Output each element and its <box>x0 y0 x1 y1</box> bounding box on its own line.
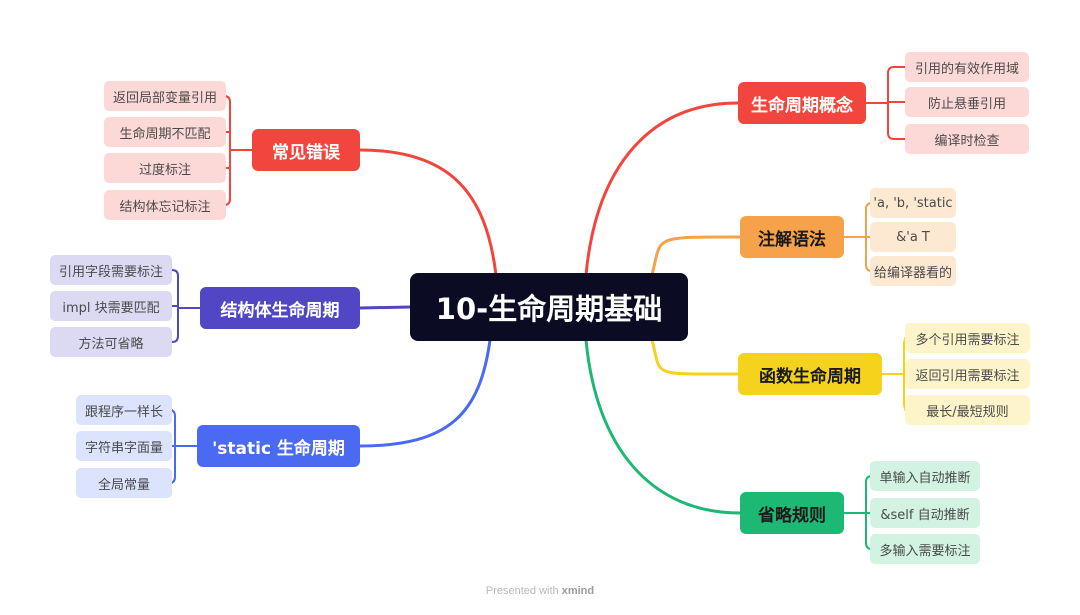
connector-root-struct <box>358 305 412 310</box>
connector-root-concept <box>584 101 740 277</box>
subtopic-errors-mismatch[interactable]: 生命周期不匹配 <box>104 117 226 147</box>
subtopic-syntax-ref-type[interactable]: &'a T <box>870 222 956 252</box>
footer-prefix: Presented with <box>485 585 559 597</box>
subtopic-syntax-for-compiler[interactable]: 给编译器看的 <box>870 256 956 286</box>
subtopic-function-multi-ref[interactable]: 多个引用需要标注 <box>905 323 1030 353</box>
connector-root-syntax <box>650 235 742 277</box>
subtopic-syntax-names[interactable]: 'a, 'b, 'static <box>870 188 956 218</box>
footer-credit: Presented with xmind <box>0 585 1080 597</box>
subtopic-elision-single-input[interactable]: 单输入自动推断 <box>870 461 980 491</box>
topic-elision-rules[interactable]: 省略规则 <box>740 492 844 534</box>
connector-leaf-concept-0 <box>887 66 906 74</box>
connector-root-static <box>358 338 492 448</box>
connector-root-elision <box>584 338 742 515</box>
topic-lifetime-concept[interactable]: 生命周期概念 <box>738 82 866 124</box>
subtopic-errors-return-local[interactable]: 返回局部变量引用 <box>104 81 226 111</box>
connector-root-function <box>650 338 740 376</box>
subtopic-function-longest-rule[interactable]: 最长/最短规则 <box>905 395 1030 425</box>
connector-leaf-struct-0 <box>171 269 179 277</box>
topic-static-lifetime[interactable]: 'static 生命周期 <box>197 425 360 467</box>
subtopic-concept-compile-check[interactable]: 编译时检查 <box>905 124 1029 154</box>
subtopic-struct-method-elide[interactable]: 方法可省略 <box>50 327 172 357</box>
subtopic-errors-over-annotate[interactable]: 过度标注 <box>104 153 226 183</box>
subtopic-concept-scope[interactable]: 引用的有效作用域 <box>905 52 1029 82</box>
subtopic-static-global-const[interactable]: 全局常量 <box>76 468 172 498</box>
subtopic-static-program-long[interactable]: 跟程序一样长 <box>76 395 172 425</box>
root-topic[interactable]: 10-生命周期基础 <box>410 273 688 341</box>
connector-leaf-struct-2 <box>171 335 179 343</box>
topic-common-errors[interactable]: 常见错误 <box>252 129 360 171</box>
connector-leaf-concept-2 <box>887 132 906 140</box>
connector-root-errors <box>358 148 498 277</box>
subtopic-static-string-literal[interactable]: 字符串字面量 <box>76 431 172 461</box>
subtopic-elision-self[interactable]: &self 自动推断 <box>870 498 980 528</box>
topic-function-lifetime[interactable]: 函数生命周期 <box>738 353 882 395</box>
subtopic-function-return-ref[interactable]: 返回引用需要标注 <box>905 359 1030 389</box>
subtopic-elision-multi-input[interactable]: 多输入需要标注 <box>870 534 980 564</box>
topic-struct-lifetime[interactable]: 结构体生命周期 <box>200 287 360 329</box>
subtopic-struct-impl-match[interactable]: impl 块需要匹配 <box>50 291 172 321</box>
footer-brand: xmind <box>561 585 595 597</box>
topic-annotation-syntax[interactable]: 注解语法 <box>740 216 844 258</box>
subtopic-errors-struct-forget[interactable]: 结构体忘记标注 <box>104 190 226 220</box>
subtopic-struct-ref-field[interactable]: 引用字段需要标注 <box>50 255 172 285</box>
subtopic-concept-dangling[interactable]: 防止悬垂引用 <box>905 87 1029 117</box>
